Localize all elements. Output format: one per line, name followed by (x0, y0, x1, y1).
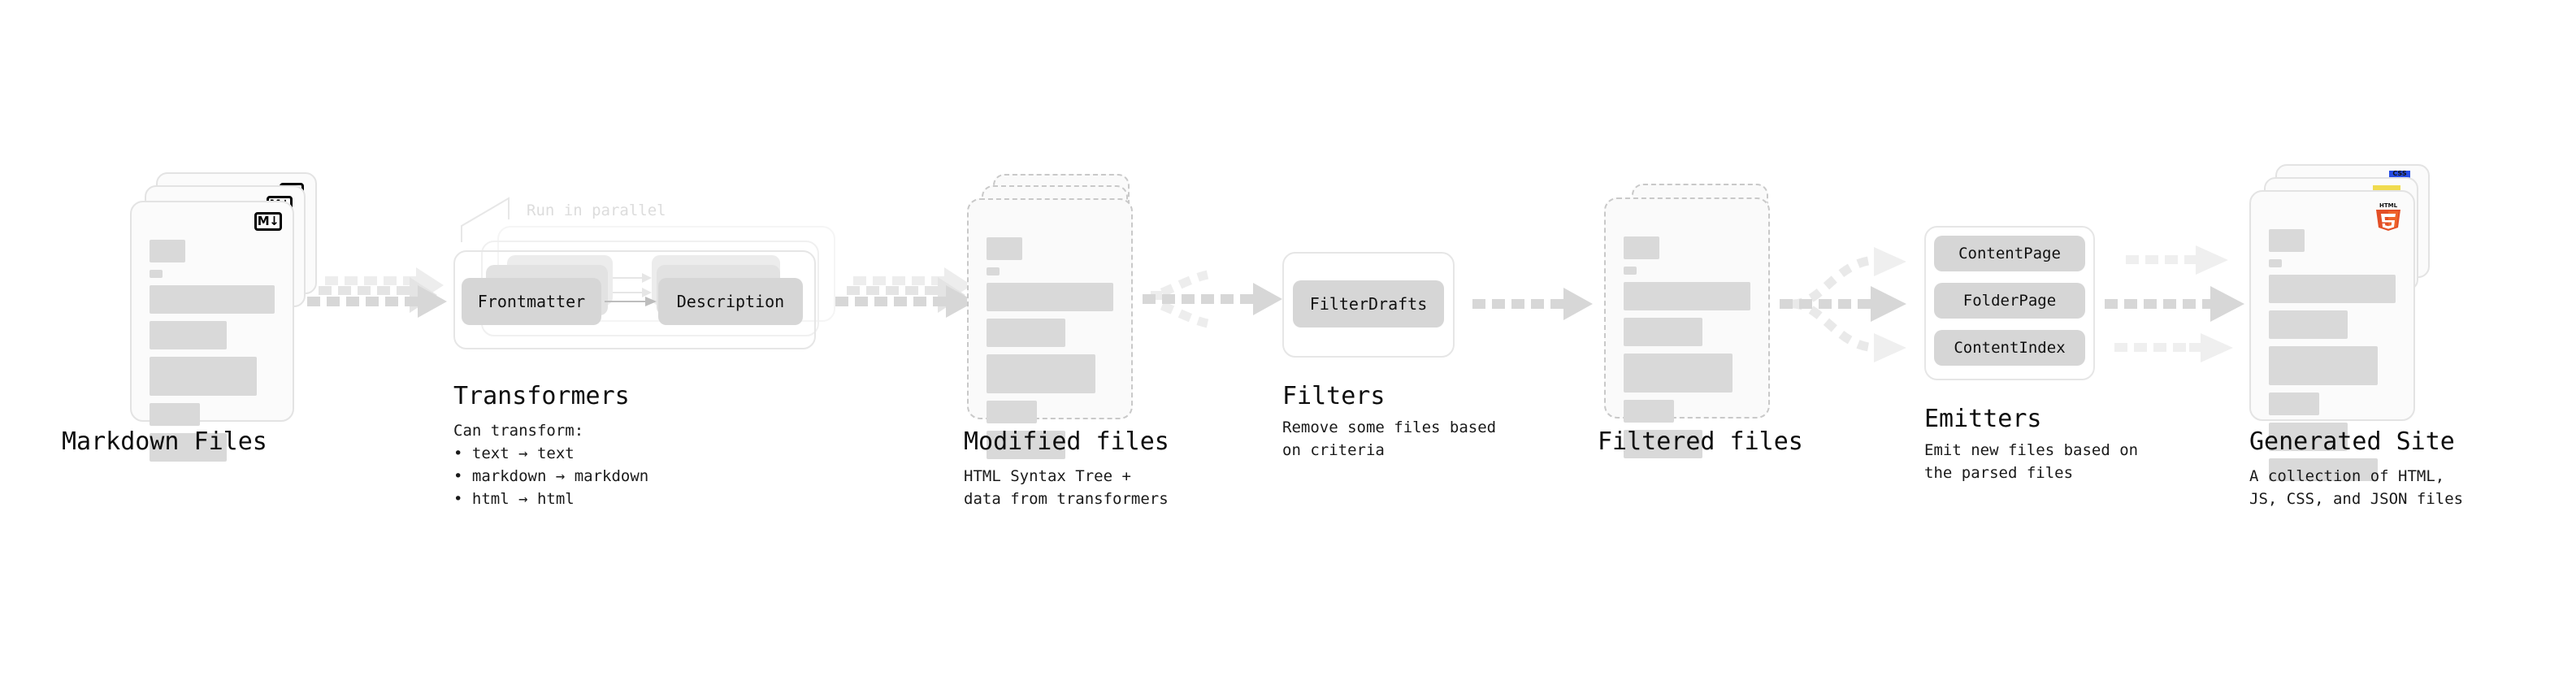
doc-line (1624, 400, 1675, 423)
doc-line (150, 240, 185, 262)
connector-markdown-to-transformers (307, 267, 447, 318)
connector-transformers-to-modified (835, 267, 975, 318)
stage-desc-modified-files: HTML Syntax Tree + data from transformer… (964, 467, 1169, 508)
connector-filters-to-filtered (1472, 288, 1593, 320)
transformer-pill-description[interactable]: Description (658, 278, 803, 325)
doc-line (2269, 458, 2379, 481)
stage-desc-filters: Remove some files based on criteria (1282, 419, 1497, 459)
stage-desc-generated-site: A collection of HTML, JS, CSS, and JSON … (2249, 467, 2464, 508)
doc-line (2269, 275, 2396, 303)
run-in-parallel-leader (461, 197, 510, 242)
connector-modified-to-filters (1143, 270, 1282, 328)
run-in-parallel-label: Run in parallel (527, 202, 666, 219)
doc-line (987, 319, 1065, 347)
doc-line (987, 283, 1113, 311)
doc-line (2269, 423, 2348, 451)
doc-line (150, 357, 258, 396)
stage-title-modified-files: Modified files (964, 427, 1169, 456)
stage-desc-emitters: Emit new files based on the parsed files (1924, 441, 2139, 482)
doc-line (1624, 354, 1733, 393)
transformer-inner-arrow (605, 297, 657, 306)
emitters-panel[interactable] (1924, 226, 2095, 380)
doc-line (150, 433, 228, 462)
doc-line (987, 431, 1065, 459)
stage-title-transformers: Transformers (453, 382, 630, 410)
doc-line (2269, 310, 2348, 339)
stage-title-filters: Filters (1282, 382, 1386, 410)
emitter-pill-folderpage[interactable]: FolderPage (1934, 283, 2085, 319)
doc-content-lines (2269, 229, 2396, 488)
doc-line (987, 237, 1022, 260)
svg-text:HTML: HTML (2379, 202, 2398, 209)
doc-line (987, 401, 1038, 423)
site-doc-front[interactable]: HTML (2249, 190, 2415, 481)
doc-line (150, 285, 275, 314)
markdown-icon: M↓ (254, 212, 282, 231)
doc-line (1624, 430, 1702, 458)
stage-title-emitters: Emitters (1924, 405, 2042, 433)
filter-pill-filterdrafts[interactable]: FilterDrafts (1293, 280, 1444, 327)
doc-line (2269, 259, 2282, 267)
doc-line (1624, 236, 1659, 259)
doc-content-lines (1624, 236, 1750, 466)
stage-title-markdown-files: Markdown Files (62, 427, 267, 456)
doc-line (1624, 318, 1702, 346)
connector-emitters-to-site (2105, 245, 2244, 362)
doc-line (2269, 393, 2320, 415)
stage-title-generated-site: Generated Site (2249, 427, 2455, 456)
transformers-panel-front[interactable] (453, 250, 816, 349)
doc-content-lines (987, 237, 1113, 466)
filtered-doc-front[interactable] (1604, 197, 1770, 458)
modified-doc-front[interactable] (967, 198, 1133, 459)
doc-line (150, 321, 228, 349)
css-icon-label: CSS (2392, 170, 2407, 177)
doc-line (1624, 282, 1750, 310)
doc-line (2269, 229, 2305, 252)
stage-desc-transformers: Can transform: • text → text • markdown … (453, 422, 649, 508)
transformer-inner-arrows-ghost (613, 273, 652, 297)
markdown-doc-front[interactable]: M↓ (130, 201, 294, 462)
html5-icon: HTML (2374, 202, 2402, 232)
doc-line (1624, 267, 1637, 275)
transformer-pill-frontmatter[interactable]: Frontmatter (462, 278, 601, 325)
connector-filtered-to-emitters (1780, 247, 1906, 362)
doc-line (987, 267, 1000, 275)
doc-line (150, 270, 163, 278)
doc-line (2269, 346, 2379, 385)
doc-line (987, 354, 1096, 393)
filters-panel[interactable] (1282, 252, 1455, 358)
doc-line (150, 403, 200, 426)
doc-content-lines (150, 240, 275, 469)
emitter-pill-contentpage[interactable]: ContentPage (1934, 236, 2085, 271)
stage-title-filtered-files: Filtered files (1598, 427, 1803, 456)
emitter-pill-contentindex[interactable]: ContentIndex (1934, 330, 2085, 366)
